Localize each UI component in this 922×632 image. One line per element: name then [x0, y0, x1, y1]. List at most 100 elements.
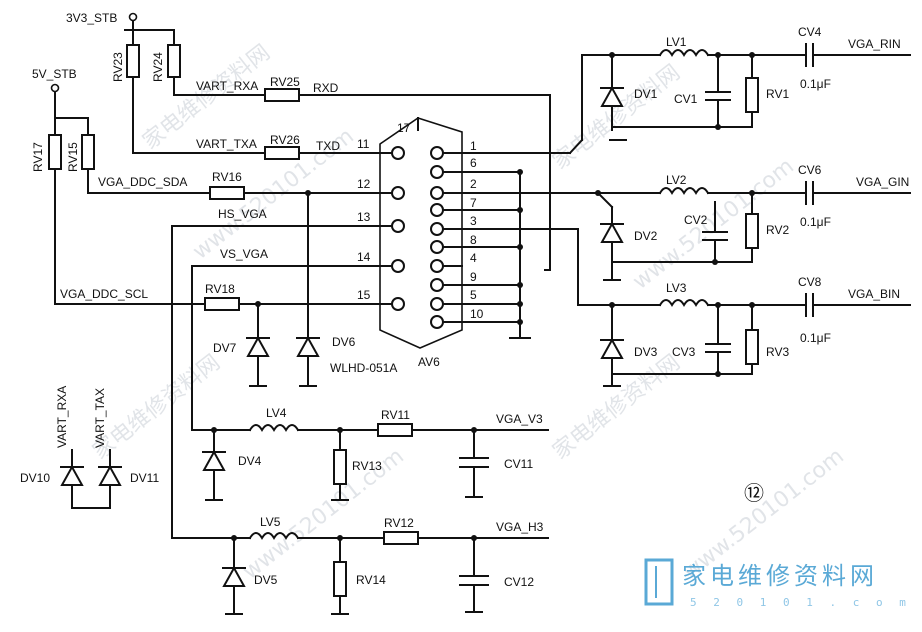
- ddc-clamp-diodes: DV7 DV6 WLHD-051A: [213, 192, 397, 387]
- net-label-vga-bin: VGA_BIN: [848, 287, 900, 301]
- hsync-chain: LV5 RV12 VGA_H3 DV5 RV14 CV12: [171, 515, 549, 615]
- pin-12: 12: [357, 177, 371, 191]
- net-label-3v3-stb: 3V3_STB: [66, 11, 117, 25]
- pin-8: 8: [470, 233, 477, 247]
- label-rv2: RV2: [766, 223, 789, 237]
- watermark-text: 家电维修资料网: [548, 60, 685, 175]
- label-lv2: LV2: [666, 173, 687, 187]
- resistor-rv17: [48, 134, 62, 170]
- net-label-vga-rin: VGA_RIN: [848, 37, 901, 51]
- net-label-vga-v3: VGA_V3: [496, 412, 543, 426]
- net-label-vart-rxa-vertical: VART_RXA: [55, 386, 69, 448]
- uart-section: 3V3_STB RV23 RV24 VART_RXA RV25 RXD VART…: [31, 11, 551, 539]
- resistor-rv24: [167, 44, 181, 78]
- site-logo: 家电维修资料网 5 2 0 1 0 1 . c o m: [644, 558, 911, 609]
- net-label-vga-ddc-scl: VGA_DDC_SCL: [60, 287, 148, 301]
- pin-15: 15: [357, 288, 371, 302]
- net-label-hs-vga: HS_VGA: [218, 207, 267, 221]
- label-cv3: CV3: [672, 345, 696, 359]
- net-label-vga-h3: VGA_H3: [496, 520, 544, 534]
- label-rv24: RV24: [151, 52, 165, 82]
- inductor-lv3: [658, 299, 710, 307]
- resistor-rv2: [745, 213, 759, 249]
- label-dv2: DV2: [634, 229, 658, 243]
- pin-5: 5: [470, 288, 477, 302]
- label-lv5: LV5: [260, 515, 281, 529]
- label-dv1: DV1: [634, 87, 658, 101]
- label-cv12: CV12: [504, 575, 534, 589]
- label-cv6: CV6: [798, 163, 822, 177]
- label-cv1: CV1: [674, 92, 698, 106]
- net-label-txd: TXD: [316, 139, 340, 153]
- resistor-rv3: [745, 329, 759, 365]
- terminal-5v-stb: [50, 83, 60, 93]
- label-rv3: RV3: [766, 345, 789, 359]
- label-rv17: RV17: [31, 142, 45, 172]
- label-dv5: DV5: [254, 573, 278, 587]
- pin-2: 2: [470, 177, 477, 191]
- net-label-vart-rxa: VART_RXA: [196, 79, 258, 93]
- vsync-chain: LV4 RV11 VGA_V3 DV4 RV13 CV11: [191, 406, 549, 501]
- logo-site-url: 5 2 0 1 0 1 . c o m: [690, 596, 911, 609]
- label-dv7: DV7: [213, 341, 237, 355]
- label-dv11: DV11: [130, 471, 159, 485]
- watermark-text: 家电维修资料网: [548, 350, 685, 465]
- pin-6: 6: [470, 156, 477, 170]
- label-rv13: RV13: [352, 459, 382, 473]
- value-cv8: 0.1μF: [800, 331, 831, 345]
- green-channel: LV2 CV6 0.1μF VGA_GIN DV2 CV2 RV2: [461, 163, 911, 281]
- pin-9: 9: [470, 270, 477, 284]
- zener-dv4: [202, 449, 226, 471]
- connector-shell: [379, 117, 463, 349]
- label-rv26: RV26: [270, 133, 300, 147]
- zener-dv1: [600, 85, 624, 107]
- inductor-lv4: [248, 424, 300, 432]
- label-dv10: DV10: [20, 471, 50, 485]
- pin-11: 11: [357, 137, 370, 151]
- pin-14: 14: [357, 250, 371, 264]
- pin-1: 1: [470, 139, 477, 153]
- resistor-rv1: [745, 77, 759, 113]
- uart-clamp-diodes: VART_RXA VART_TAX DV10 DV11: [20, 386, 159, 509]
- label-rv14: RV14: [356, 573, 386, 587]
- label-rv25: RV25: [270, 75, 300, 89]
- watermark-text: 家电维修资料网: [88, 350, 225, 465]
- resistor-rv13: [333, 449, 347, 485]
- zener-dv5: [222, 565, 246, 587]
- label-lv1: LV1: [666, 35, 687, 49]
- resistor-rv12: [383, 531, 419, 545]
- pin-7: 7: [470, 196, 477, 210]
- resistor-rv18: [204, 297, 240, 311]
- net-label-vart-txa: VART_TXA: [196, 137, 257, 151]
- label-rv12: RV12: [384, 516, 414, 530]
- net-label-5v-stb: 5V_STB: [32, 67, 77, 81]
- pin-3: 3: [470, 214, 477, 228]
- label-cv11: CV11: [504, 457, 533, 471]
- red-channel: LV1 CV4 0.1μF VGA_RIN DV1 CV1 RV1: [568, 25, 911, 155]
- pin-4: 4: [470, 251, 477, 265]
- inductor-lv5: [248, 532, 300, 540]
- resistor-rv25: [264, 88, 300, 102]
- label-cv2: CV2: [684, 213, 708, 227]
- watermark-layer: 家电维修资料网 家电维修资料网 家电维修资料网 家电维修资料网 www.5201…: [88, 40, 849, 585]
- logo-site-name: 家电维修资料网: [682, 562, 878, 590]
- figure-number: ⑫: [744, 482, 764, 505]
- label-rv1: RV1: [766, 87, 789, 101]
- label-cv8: CV8: [798, 275, 822, 289]
- logo-mark-icon: [644, 558, 674, 606]
- label-rv11: RV11: [381, 408, 410, 422]
- value-cv4: 0.1μF: [800, 77, 831, 91]
- label-rv18: RV18: [205, 282, 235, 296]
- label-lv4: LV4: [266, 406, 287, 420]
- zener-dv3: [600, 337, 624, 359]
- pin-17: 17: [397, 121, 411, 135]
- resistor-rv26: [264, 146, 300, 160]
- resistor-rv14: [333, 561, 347, 597]
- pin-13: 13: [357, 210, 371, 224]
- inductor-lv1: [658, 49, 710, 57]
- label-av6: AV6: [418, 355, 440, 369]
- zener-dv6: [296, 335, 320, 357]
- label-dv6: DV6: [332, 335, 356, 349]
- zener-dv2: [600, 221, 624, 243]
